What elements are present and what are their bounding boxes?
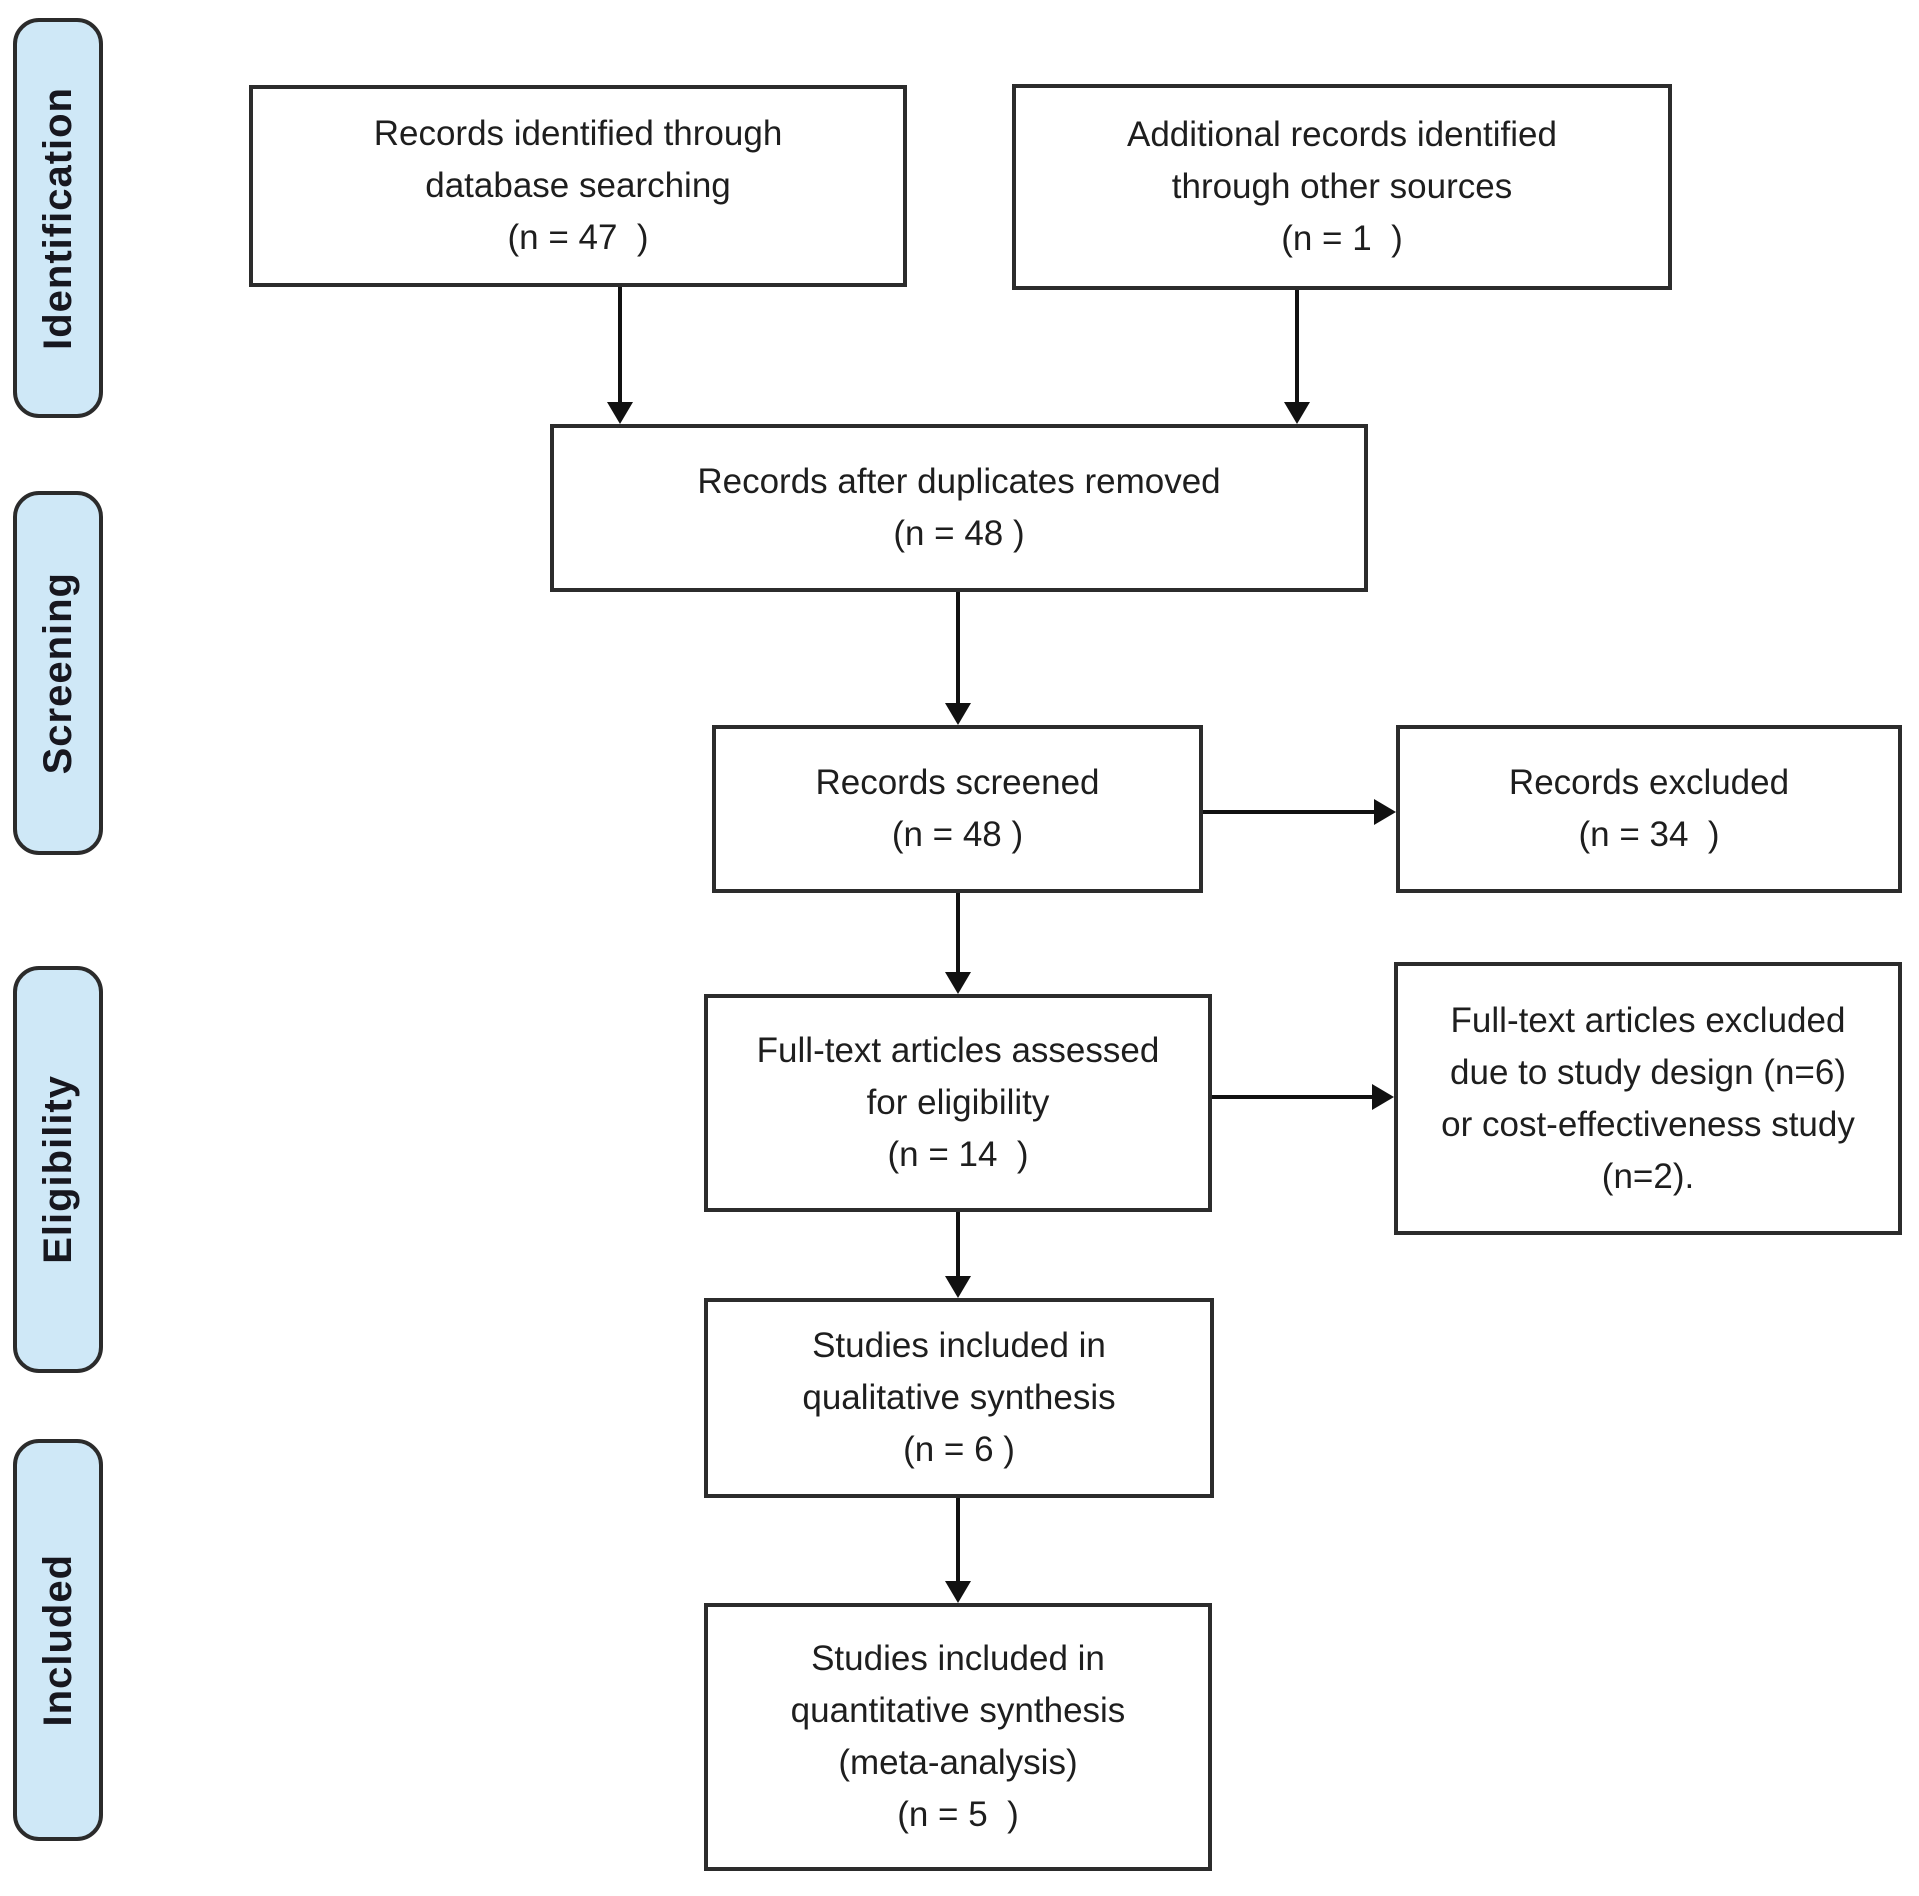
stage-screening-label: Screening — [35, 571, 80, 775]
arrow-right-icon — [1374, 799, 1396, 825]
arrow-additional-to-duplicates-line — [1295, 290, 1299, 404]
stage-included: Included — [13, 1439, 103, 1841]
box-records-screened: Records screened (n = 48 ) — [712, 725, 1203, 893]
arrow-screened-to-excluded-line — [1203, 810, 1376, 814]
arrow-down-icon — [1284, 402, 1310, 424]
arrow-fulltext-to-qualitative-line — [956, 1212, 960, 1278]
stage-identification: Identification — [13, 18, 103, 418]
arrow-identified-to-duplicates-line — [618, 287, 622, 404]
arrow-down-icon — [945, 703, 971, 725]
arrow-down-icon — [945, 1276, 971, 1298]
stage-eligibility-label: Eligibility — [35, 1075, 80, 1264]
arrow-down-icon — [945, 972, 971, 994]
stage-identification-label: Identification — [35, 86, 80, 350]
arrow-screened-to-fulltext-line — [956, 893, 960, 974]
arrow-down-icon — [945, 1581, 971, 1603]
arrow-down-icon — [607, 402, 633, 424]
box-records-identified: Records identified through database sear… — [249, 85, 907, 287]
arrow-right-icon — [1372, 1084, 1394, 1110]
box-qualitative-synthesis: Studies included in qualitative synthesi… — [704, 1298, 1214, 1498]
stage-eligibility: Eligibility — [13, 966, 103, 1373]
stage-screening: Screening — [13, 491, 103, 855]
box-additional-records: Additional records identified through ot… — [1012, 84, 1672, 290]
box-quantitative-synthesis: Studies included in quantitative synthes… — [704, 1603, 1212, 1871]
box-duplicates-removed: Records after duplicates removed (n = 48… — [550, 424, 1368, 592]
stage-included-label: Included — [35, 1553, 80, 1727]
box-records-excluded: Records excluded (n = 34 ) — [1396, 725, 1902, 893]
arrow-duplicates-to-screened-line — [956, 592, 960, 705]
box-fulltext-excluded: Full-text articles excluded due to study… — [1394, 962, 1902, 1235]
arrow-fulltext-to-excluded-line — [1212, 1095, 1374, 1099]
box-fulltext-assessed: Full-text articles assessed for eligibil… — [704, 994, 1212, 1212]
arrow-qualitative-to-quantitative-line — [956, 1498, 960, 1583]
